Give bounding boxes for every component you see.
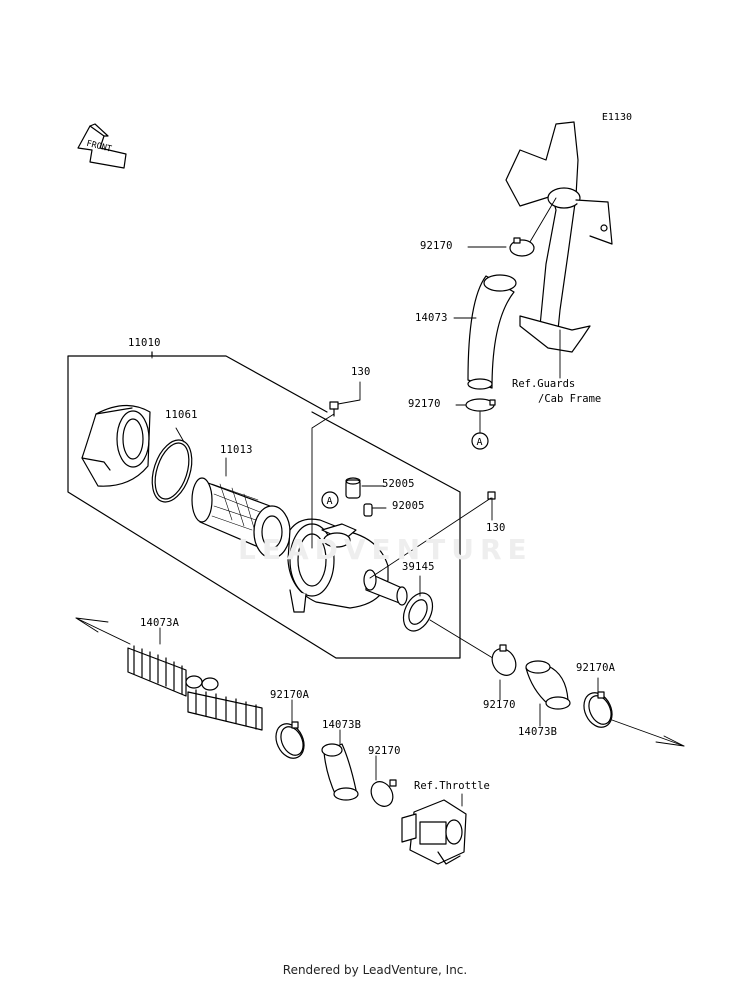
callout-a-upper-label: A	[477, 437, 483, 448]
part-label-92005: 92005	[392, 500, 425, 512]
bellows-hose	[127, 645, 263, 731]
o-ring-seal	[151, 439, 193, 503]
air-cleaner-housing	[287, 518, 408, 613]
part-label-14073: 14073	[415, 312, 448, 324]
hose-clamp-right	[491, 644, 517, 676]
part-label-11061: 11061	[165, 409, 198, 421]
part-label-14073B-right: 14073B	[518, 726, 558, 738]
ref-cab-frame-label: /Cab Frame	[538, 393, 602, 405]
drain-cap	[345, 477, 361, 499]
hose-clamp-lower	[370, 779, 397, 807]
large-clamp-right	[583, 691, 613, 728]
cab-frame-guard	[505, 121, 613, 353]
part-label-39145: 39145	[402, 561, 435, 573]
filter-element	[191, 477, 291, 559]
part-label-92170-right: 92170	[483, 699, 516, 711]
air-inlet-housing	[81, 404, 151, 487]
ref-throttle-label: Ref.Throttle	[414, 780, 490, 792]
nipple-fitting	[363, 503, 373, 517]
callout-a-upper	[471, 432, 489, 450]
rubber-boot-left	[321, 743, 359, 801]
hose-clamp-mid	[465, 398, 496, 412]
part-label-92170-lower: 92170	[368, 745, 401, 757]
ref-guards-label: Ref.Guards	[512, 378, 576, 390]
part-label-92170A-left: 92170A	[270, 689, 310, 701]
part-label-92170-mid: 92170	[408, 398, 441, 410]
part-label-92170A-right: 92170A	[576, 662, 616, 674]
sealing-ring	[402, 592, 434, 632]
hose-clamp-upper	[509, 237, 535, 257]
footer-credit: Rendered by LeadVenture, Inc.	[282, 963, 468, 977]
part-label-14073B-left: 14073B	[322, 719, 362, 731]
bolt-top	[329, 401, 339, 417]
callout-a-housing	[321, 491, 339, 509]
part-label-11010: 11010	[128, 337, 161, 349]
intake-duct	[467, 274, 517, 390]
throttle-body	[401, 799, 467, 865]
callout-a-housing-label: A	[327, 496, 333, 507]
bolt-right	[487, 491, 496, 500]
front-arrow-icon	[77, 123, 127, 169]
watermark-text: LEADVENTURE	[238, 533, 533, 566]
part-label-52005: 52005	[382, 478, 415, 490]
rubber-boot-right	[525, 660, 571, 710]
large-clamp-left	[275, 721, 305, 759]
part-label-130-top: 130	[351, 366, 371, 378]
part-label-130-right: 130	[486, 522, 506, 534]
assembly-bracket-outline	[67, 351, 461, 659]
part-label-92170-upper: 92170	[420, 240, 453, 252]
part-label-11013: 11013	[220, 444, 253, 456]
diagram-code: E1130	[601, 112, 632, 123]
part-label-14073A: 14073A	[140, 617, 180, 629]
